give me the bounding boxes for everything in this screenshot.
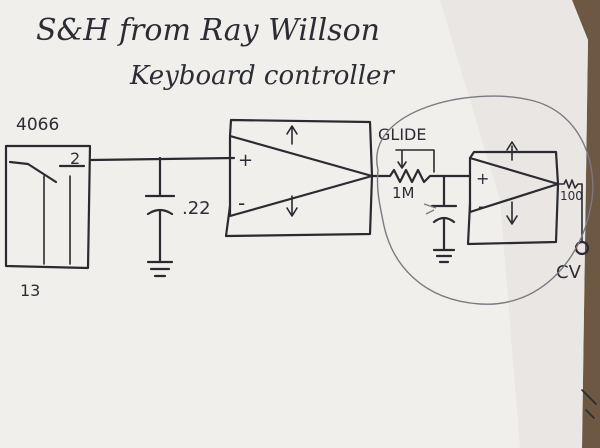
chip-ctrl-lines	[43, 175, 71, 265]
opamp-2-feedback	[466, 182, 560, 246]
resistor-100	[557, 179, 583, 243]
opamp-1-minus: -	[238, 191, 245, 215]
opamp-1-supply	[286, 125, 298, 217]
opamp-1-plus: +	[238, 150, 253, 171]
opamp-2-supply	[506, 141, 518, 225]
resistor-1m	[370, 168, 472, 184]
opamp-2-minus: -	[478, 196, 485, 217]
opamp-2	[468, 150, 560, 214]
page-corner-mark	[581, 389, 597, 419]
capacitor-2	[430, 174, 458, 264]
glide-section-circle	[376, 95, 594, 305]
title-line-1: S&H from Ray Willson	[36, 13, 380, 48]
paper-shadow	[440, 0, 588, 448]
glide-pot	[395, 149, 435, 173]
chip-switch	[8, 160, 86, 184]
chip-box	[4, 144, 92, 270]
opamp-1-feedback	[224, 174, 374, 238]
capacitor-1-label: .22	[182, 198, 211, 219]
opamp-2-plus: +	[476, 169, 489, 188]
capacitor-1	[144, 156, 176, 278]
title-line-2: Keyboard controller	[129, 61, 395, 91]
resistor-1m-label: 1M	[392, 184, 415, 202]
wire-chip-to-opamp1	[88, 156, 236, 162]
resistor-100-label: 100	[560, 189, 583, 203]
chip-pin-out: 2	[70, 149, 80, 168]
chip-label: 4066	[16, 115, 59, 135]
chip-pin-ctrl: 13	[20, 281, 40, 300]
opamp-1	[228, 118, 374, 218]
capacitor-2-pencil	[423, 203, 437, 215]
cv-label: CV	[556, 262, 582, 283]
